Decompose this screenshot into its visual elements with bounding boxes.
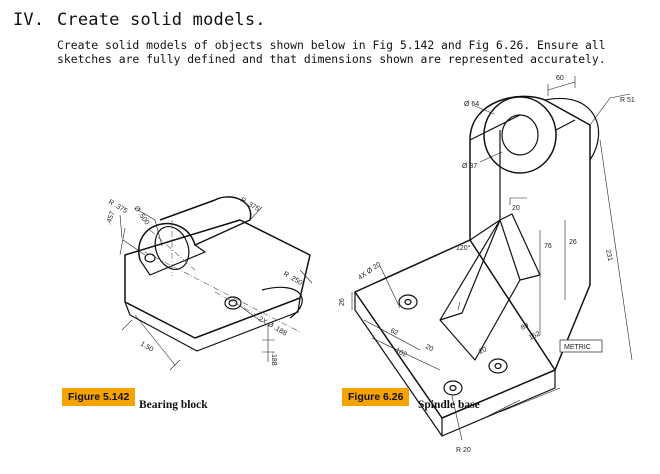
section-title: Create solid models. bbox=[57, 10, 266, 30]
section-number: IV. bbox=[13, 10, 45, 30]
bearing-block-centerlines bbox=[144, 220, 301, 333]
dim-d37: Ø 37 bbox=[462, 163, 477, 170]
dim-150: 1.50 bbox=[139, 341, 154, 354]
instructions-line-2: sketches are fully defined and that dime… bbox=[57, 52, 606, 66]
dim-76: 76 bbox=[544, 243, 552, 250]
bearing-block-drawing bbox=[124, 196, 311, 352]
instructions: Create solid models of objects shown bel… bbox=[57, 38, 657, 66]
dim-d64: Ø 64 bbox=[464, 101, 479, 108]
dim-60: 60 bbox=[556, 75, 564, 82]
figure-626-badge: Figure 6.26 bbox=[342, 388, 410, 406]
dim-62: 62 bbox=[389, 327, 399, 337]
dim-r51: R 51 bbox=[620, 97, 635, 104]
spindle-base-drawing bbox=[354, 95, 600, 437]
figure-5142-title: Bearing block bbox=[139, 399, 208, 411]
dim-188: .188 bbox=[270, 352, 277, 366]
dim-231: 231 bbox=[604, 249, 613, 262]
figure-5142-badge: Figure 5.142 bbox=[62, 388, 136, 406]
bearing-block-leaders bbox=[119, 206, 313, 371]
bearing-block-dimensions: .457 Ø .500 R .375 R .375 R .250 2X Ø .1… bbox=[105, 197, 303, 366]
instructions-line-1: Create solid models of objects shown bel… bbox=[57, 38, 606, 52]
dim-20-a: 20 bbox=[424, 343, 434, 353]
dim-r20: R 20 bbox=[456, 447, 471, 454]
dim-26-left: 26 bbox=[339, 298, 346, 306]
dim-152: 152 bbox=[528, 330, 542, 341]
metric-label: METRIC bbox=[564, 344, 591, 351]
dim-457: .457 bbox=[105, 210, 116, 225]
figure-626-title: Spindle base bbox=[418, 399, 480, 411]
dim-102: 102 bbox=[394, 347, 408, 358]
dim-26: 26 bbox=[569, 239, 577, 246]
dim-20-top: 20 bbox=[512, 205, 520, 212]
figures: .457 Ø .500 R .375 R .375 R .250 2X Ø .1… bbox=[0, 70, 660, 474]
dim-r250: R .250 bbox=[282, 271, 303, 287]
dim-89: 89 bbox=[520, 322, 530, 332]
dim-120: 120° bbox=[456, 244, 471, 252]
spindle-base-leaders bbox=[351, 76, 633, 441]
dim-4x-holes: 4X Ø 20 bbox=[357, 261, 382, 282]
section-heading: IV. Create solid models. bbox=[13, 10, 266, 30]
figures-drawing: .457 Ø .500 R .375 R .375 R .250 2X Ø .1… bbox=[105, 75, 635, 454]
dim-20-b: 20 bbox=[478, 346, 488, 356]
